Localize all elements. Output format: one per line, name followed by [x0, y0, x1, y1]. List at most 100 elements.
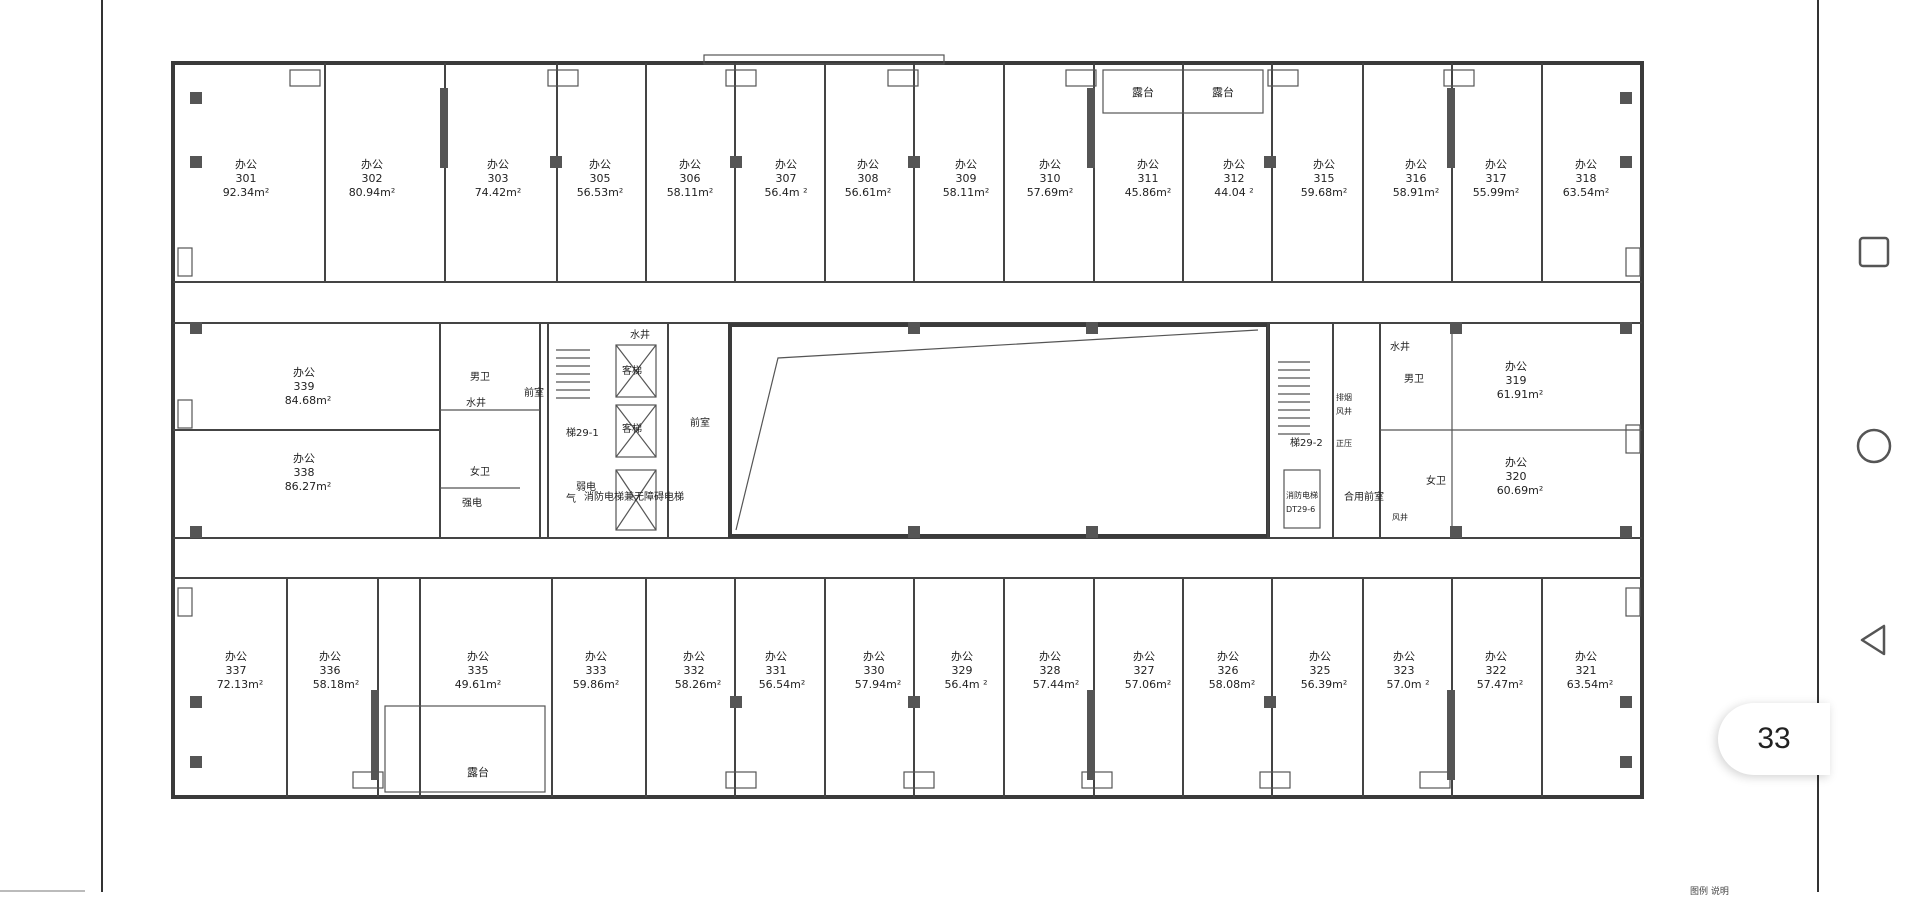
room-number: 321 [1576, 664, 1597, 677]
room-number: 331 [766, 664, 787, 677]
stair-label: 梯29-2 [1290, 436, 1323, 449]
page-number-badge[interactable]: 33 [1718, 703, 1830, 775]
room-number: 326 [1218, 664, 1239, 677]
room-area: 59.68m² [1301, 186, 1348, 199]
room-type: 办公 [589, 158, 611, 171]
sheet-border [101, 0, 103, 892]
top-partitions [324, 63, 1543, 282]
core-labels: 男卫 水井 女卫 强电 前室 梯29-1 客梯 客梯 水井 弱电 气 消防电梯兼… [462, 328, 1446, 522]
room-type: 办公 [955, 158, 977, 171]
room-type: 办公 [679, 158, 701, 171]
sheet-border [1817, 0, 1819, 892]
room-number: 307 [776, 172, 797, 185]
room-type: 办公 [487, 158, 509, 171]
recent-apps-button[interactable] [1852, 230, 1896, 274]
room-area: 56.54m² [759, 678, 806, 691]
room-area: 58.91m² [1393, 186, 1440, 199]
room-number: 337 [226, 664, 247, 677]
room-type: 办公 [1133, 650, 1155, 663]
room-type: 办公 [1393, 650, 1415, 663]
room-type: 办公 [293, 366, 315, 379]
room-type: 办公 [775, 158, 797, 171]
room-number: 322 [1486, 664, 1507, 677]
middle-structure [173, 322, 1642, 539]
room-number: 310 [1040, 172, 1061, 185]
structural-columns [190, 92, 1632, 768]
room-type: 办公 [1485, 158, 1507, 171]
strong-power-label: 强电 [462, 496, 482, 509]
room-area: 61.91m² [1497, 388, 1544, 401]
right-elevator-code: DT29-6 [1286, 505, 1315, 514]
pressure-label: 正压 [1336, 439, 1352, 448]
corridor-label: 前室 [690, 416, 710, 429]
room-area: 74.42m² [475, 186, 522, 199]
room-area: 58.11m² [667, 186, 714, 199]
room-number: 332 [684, 664, 705, 677]
room-type: 办公 [585, 650, 607, 663]
room-number: 336 [320, 664, 341, 677]
balcony-labels: 露台 露台 露台 [467, 85, 1234, 779]
room-area: 56.39m² [1301, 678, 1348, 691]
room-area: 92.34m² [223, 186, 270, 199]
window-vents [177, 69, 1641, 789]
square-icon [1858, 236, 1890, 268]
room-area: 57.44m² [1033, 678, 1080, 691]
balcony-label: 露台 [1132, 85, 1154, 99]
room-number: 319 [1506, 374, 1527, 387]
home-button[interactable] [1852, 424, 1896, 468]
room-number: 315 [1314, 172, 1335, 185]
room-number: 328 [1040, 664, 1061, 677]
room-number: 327 [1134, 664, 1155, 677]
back-triangle-icon [1860, 624, 1886, 656]
smoke-label: 排烟 [1336, 392, 1352, 402]
shared-room-label: 合用前室 [1344, 490, 1384, 503]
elevator-label: 客梯 [622, 422, 642, 435]
female-wc-label: 女卫 [1426, 474, 1446, 487]
room-area: 57.06m² [1125, 678, 1172, 691]
room-number: 308 [858, 172, 879, 185]
stair-treads [556, 349, 1310, 435]
alt-label: 风井 [1336, 406, 1352, 416]
room-type: 办公 [1137, 158, 1159, 171]
room-area: 56.61m² [845, 186, 892, 199]
room-area: 59.86m² [573, 678, 620, 691]
room-type: 办公 [467, 650, 489, 663]
back-button[interactable] [1852, 618, 1896, 662]
room-number: 338 [294, 466, 315, 479]
room-number: 316 [1406, 172, 1427, 185]
room-area: 56.4m ² [764, 186, 807, 199]
room-type: 办公 [1485, 650, 1507, 663]
room-area: 58.11m² [943, 186, 990, 199]
room-area: 80.94m² [349, 186, 396, 199]
room-area: 57.47m² [1477, 678, 1524, 691]
wind-label: 风井 [1392, 512, 1408, 522]
room-number: 323 [1394, 664, 1415, 677]
room-area: 63.54m² [1567, 678, 1614, 691]
balconies-outline [384, 69, 1264, 793]
room-area: 56.53m² [577, 186, 624, 199]
room-type: 办公 [293, 452, 315, 465]
room-area: 72.13m² [217, 678, 264, 691]
room-number: 311 [1138, 172, 1159, 185]
middle-room-labels: 办公 339 84.68m² 办公 338 86.27m² 办公 319 61.… [285, 360, 1544, 497]
corridor-label: 前室 [524, 386, 544, 399]
female-wc-label: 女卫 [470, 465, 490, 478]
room-area: 60.69m² [1497, 484, 1544, 497]
room-area: 84.68m² [285, 394, 332, 407]
fire-elevator-label: 消防电梯兼无障碍电梯 [584, 490, 684, 503]
room-type: 办公 [683, 650, 705, 663]
room-type: 办公 [1309, 650, 1331, 663]
gas-label: 气 [566, 492, 576, 505]
room-number: 317 [1486, 172, 1507, 185]
room-type: 办公 [951, 650, 973, 663]
room-number: 320 [1506, 470, 1527, 483]
bottom-note: 图例 说明 [1690, 887, 1729, 897]
room-type: 办公 [1575, 650, 1597, 663]
room-area: 55.99m² [1473, 186, 1520, 199]
room-type: 办公 [225, 650, 247, 663]
room-type: 办公 [1223, 158, 1245, 171]
room-number: 305 [590, 172, 611, 185]
room-number: 309 [956, 172, 977, 185]
room-type: 办公 [863, 650, 885, 663]
